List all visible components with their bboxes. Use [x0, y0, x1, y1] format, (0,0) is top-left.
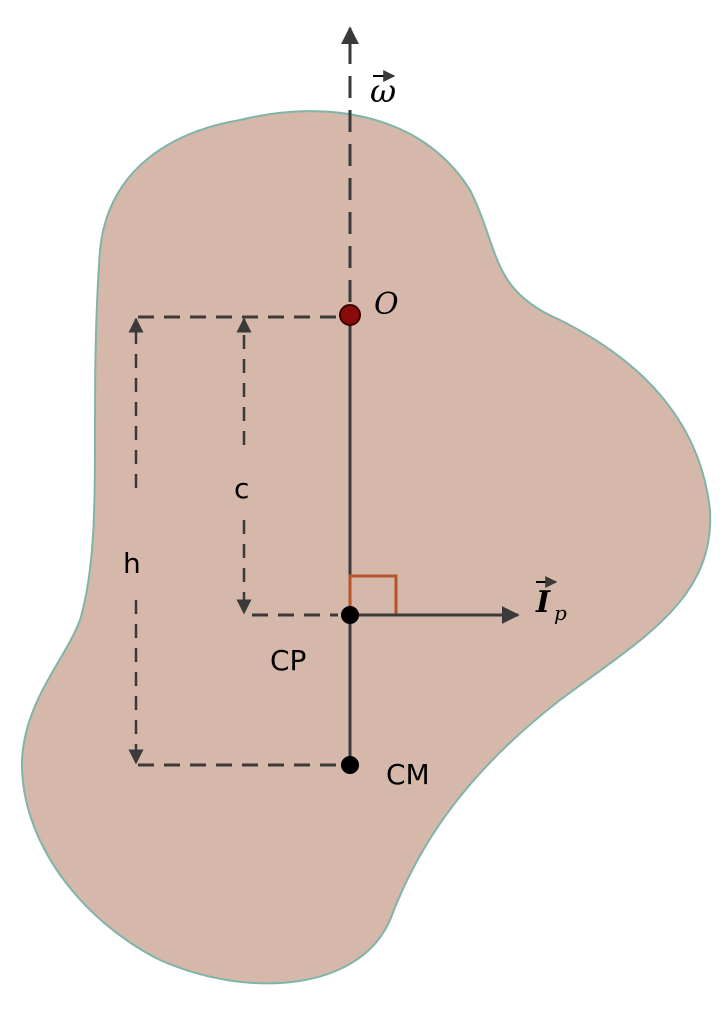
pivot-point: [339, 304, 361, 326]
cm-label: CM: [386, 758, 430, 791]
cp-label: CP: [270, 644, 306, 677]
center-of-mass-point: [341, 756, 359, 774]
impulse-label-group: I p: [535, 576, 567, 625]
dimension-h-label: h: [123, 547, 141, 580]
omega-label: ω: [370, 72, 396, 110]
impulse-subscript: p: [554, 601, 567, 625]
omega-label-group: ω: [370, 70, 396, 110]
impulse-label: I: [535, 585, 551, 620]
center-of-percussion-point: [341, 606, 359, 624]
dimension-c-label: c: [234, 472, 249, 505]
origin-label: O: [374, 287, 399, 322]
